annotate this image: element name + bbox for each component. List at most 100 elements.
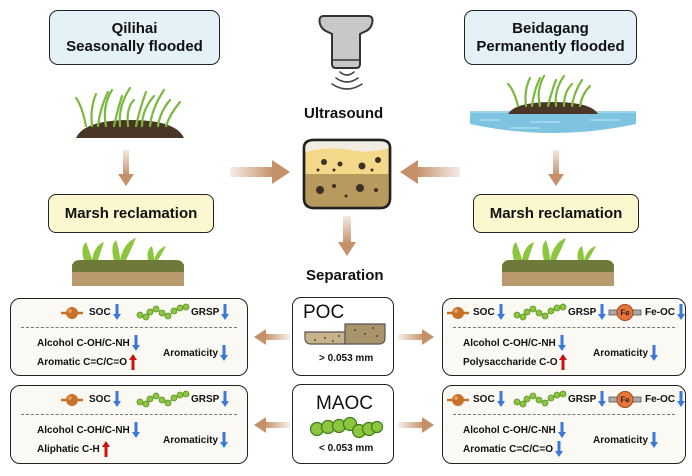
functional-group-indicator-text: Alcohol C-OH/C-NH [463,337,556,349]
soc-indicator: SOC [473,391,505,407]
aromaticity-indicator: Aromaticity [163,432,229,448]
site-box-qilihai: Qilihai Seasonally flooded [49,10,220,65]
aromaticity-indicator-text: Aromaticity [593,434,649,446]
functional-group-indicator: Alcohol C-OH/C-NH [463,422,566,438]
soc-indicator: SOC [89,391,121,407]
decrease-arrow-icon [677,391,685,407]
decrease-arrow-icon [557,422,566,438]
flow-arrow-left [254,417,290,433]
decrease-arrow-icon [131,335,140,351]
decrease-arrow-icon [677,304,685,320]
functional-group-indicator-text: Alcohol C-OH/C-NH [37,337,130,349]
decrease-arrow-icon [598,391,607,407]
aromaticity-indicator-text: Aromaticity [163,347,219,359]
marsh-reclamation-label: Marsh reclamation [489,205,623,222]
reclaimed-land-right-illustration [502,238,614,286]
fe-oc-indicator-text: Fe-OC [645,306,675,318]
functional-group-indicator: Alcohol C-OH/C-NH [463,335,566,351]
fe-oc-indicator: Fe-OC [645,391,685,407]
poc-size-label: > 0.053 mm [319,353,374,364]
decrease-arrow-icon [220,345,229,361]
functional-group-indicator: Aromatic C=C/C=O [37,354,138,370]
grsp-indicator-text: GRSP [568,393,597,405]
fe-oxide-icon: Fe [608,391,642,408]
particulate-aggregate-icon [304,323,386,345]
grsp-indicator: GRSP [191,304,230,320]
divider [21,327,237,328]
soc-indicator-text: SOC [473,393,495,405]
permanent-marsh-illustration [470,74,636,133]
grsp-chain-icon [136,303,190,321]
fe-oc-indicator: Fe-OC [645,304,685,320]
decrease-arrow-icon [221,391,230,407]
sound-waves-icon [331,71,363,90]
soc-indicator-text: SOC [89,306,111,318]
mineral-associated-chain-icon [309,416,384,439]
fe-oc-indicator-text: Fe-OC [645,393,675,405]
divider [453,414,675,415]
decrease-arrow-icon [650,345,659,361]
svg-text:Fe: Fe [620,396,630,405]
flow-arrow-right [398,417,434,433]
increase-arrow-icon [559,354,568,370]
site-name: Beidagang [512,19,589,37]
result-box-right-poc: SOC GRSP Fe Fe-OC Alcohol C-OH/C-NH Polysacch… [442,298,686,376]
decrease-arrow-icon [220,432,229,448]
decrease-arrow-icon [598,304,607,320]
functional-group-indicator-text: Polysaccharide C-O [463,356,558,368]
result-box-left-poc: SOC GRSP Alcohol C-OH/C-NH Aromatic C=C/C=O… [10,298,248,376]
ultrasound-label: Ultrasound [304,105,384,122]
svg-text:Fe: Fe [620,309,630,318]
decrease-arrow-icon [112,304,121,320]
aromaticity-indicator-text: Aromaticity [593,347,649,359]
grsp-chain-icon [513,390,567,408]
decrease-arrow-icon [131,422,140,438]
aromaticity-indicator: Aromaticity [163,345,229,361]
site-box-beidagang: Beidagang Permanently flooded [464,10,637,65]
fe-oxide-icon: Fe [608,304,642,321]
increase-arrow-icon [101,441,110,457]
aromaticity-indicator: Aromaticity [593,345,659,361]
divider [453,327,675,328]
flow-arrow-left [254,329,290,345]
grsp-indicator: GRSP [568,391,607,407]
soc-molecule-icon [61,394,83,406]
functional-group-indicator: Aliphatic C-H [37,441,110,457]
reclaimed-land-left-illustration [72,238,184,286]
functional-group-indicator: Alcohol C-OH/C-NH [37,422,140,438]
marsh-reclamation-box-right: Marsh reclamation [473,194,639,233]
decrease-arrow-icon [650,432,659,448]
divider [21,414,237,415]
grsp-indicator-text: GRSP [191,393,220,405]
maoc-size-label: < 0.053 mm [319,443,374,454]
flow-arrow-left [400,160,460,184]
soc-indicator-text: SOC [473,306,495,318]
grsp-chain-icon [513,303,567,321]
poc-fraction-box: POC > 0.053 mm [292,297,394,376]
decrease-arrow-icon [221,304,230,320]
flow-arrow-right [230,160,290,184]
maoc-fraction-box: MAOC < 0.053 mm [292,384,394,464]
functional-group-indicator-text: Aliphatic C-H [37,443,100,455]
separation-label: Separation [306,267,384,284]
flow-arrow-down [338,216,356,256]
functional-group-indicator-text: Alcohol C-OH/C-NH [37,424,130,436]
soc-indicator: SOC [89,304,121,320]
functional-group-indicator-text: Aromatic C=C/C=O [37,356,128,368]
functional-group-indicator-text: Alcohol C-OH/C-NH [463,424,556,436]
flow-arrow-right [398,329,434,345]
flow-arrow-down [548,150,564,186]
soc-indicator-text: SOC [89,393,111,405]
result-box-left-maoc: SOC GRSP Alcohol C-OH/C-NH Aliphatic C-H Aro… [10,385,248,464]
grsp-indicator: GRSP [191,391,230,407]
grsp-chain-icon [136,390,190,408]
site-name: Qilihai [111,19,158,37]
soc-molecule-icon [61,307,83,319]
soc-molecule-icon [447,394,469,406]
marsh-reclamation-label: Marsh reclamation [64,205,198,222]
grsp-indicator-text: GRSP [568,306,597,318]
decrease-arrow-icon [112,391,121,407]
decrease-arrow-icon [496,304,505,320]
soil-sample-container-icon [302,138,392,210]
